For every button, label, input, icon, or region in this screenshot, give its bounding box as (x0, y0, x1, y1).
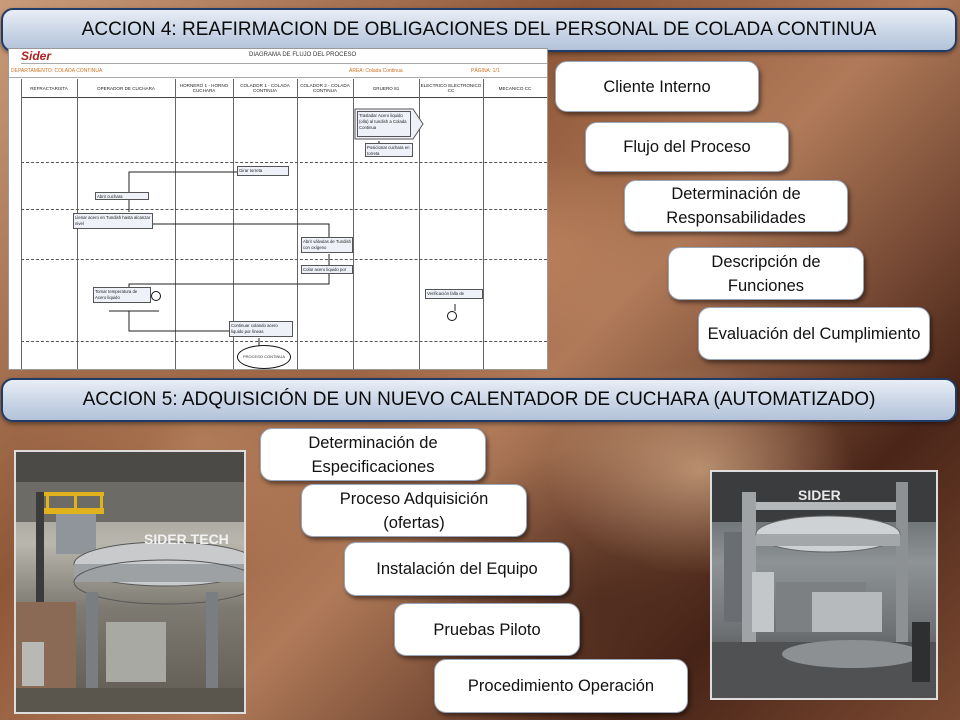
lane-divider (547, 79, 548, 370)
column-header: HORNERO 1 - HORNO CUCHARA (175, 79, 233, 98)
column-header: ELECTRICO ELECTRONICO CC (419, 79, 483, 98)
column-header: MECANICO CC (483, 79, 547, 98)
heater-photo-left: SIDER TECH (14, 450, 246, 714)
diagram-header-bar (21, 49, 547, 64)
sider-brand-text: SIDER (798, 487, 841, 503)
siderotech-brand-text: SIDER TECH (144, 531, 229, 547)
lane-divider (353, 79, 354, 369)
diagram-meta-row: DEPARTAMENTO: COLADA CONTINUA ÁREA: Cola… (9, 65, 547, 78)
accion4-step-responsabilidades: Determinación de Responsabilidades (624, 180, 848, 232)
company-logo: Sider (21, 49, 52, 63)
accion4-step-cliente-interno: Cliente Interno (555, 61, 759, 112)
department-label: DEPARTAMENTO: COLADA CONTINUA (11, 68, 103, 74)
flow-step: Colar acero liquido por (301, 265, 353, 274)
flow-step: Tomar temperatura de Acero liquido (93, 287, 151, 303)
flow-step: Llenar acero en Tundish hasta alcanzar n… (73, 213, 153, 229)
flow-step: Continuar colando acero liquido por líne… (229, 321, 293, 337)
page-label: PÁGINA: 1/1 (471, 68, 500, 74)
column-header: COLADOR 1 - COLADA CONTINUA (233, 79, 297, 98)
phase-divider (21, 341, 547, 342)
accion4-step-evaluacion: Evaluación del Cumplimiento (698, 307, 930, 360)
phase-divider (21, 162, 547, 163)
accion4-banner: ACCION 4: REAFIRMACION DE OBLIGACIONES D… (1, 8, 957, 52)
diagram-title: DIAGRAMA DE FLUJO DEL PROCESO (249, 52, 357, 58)
accion5-step-pruebas-piloto: Pruebas Piloto (394, 603, 580, 656)
column-header: GRUERO 81 (353, 79, 419, 98)
column-header: COLADOR 2 - COLADA CONTINUA (297, 79, 353, 98)
flow-step: Abrir válvulas de Tundish con oxígeno (301, 237, 353, 253)
heater-photo-right: SIDER (710, 470, 938, 700)
accion5-step-especificaciones: Determinación de Especificaciones (260, 428, 486, 481)
accion5-step-adquisicion: Proceso Adquisición (ofertas) (301, 484, 527, 537)
accion5-step-instalacion: Instalación del Equipo (344, 542, 570, 596)
flow-step: Abrir cuchara (95, 192, 149, 200)
connector-circle (151, 291, 161, 301)
heater-installed-illustration: SIDER (712, 472, 936, 698)
column-header: OPERADOR DE CUCHARA (77, 79, 175, 98)
column-header: REFRACTARISTA (21, 79, 77, 98)
lane-divider (419, 79, 420, 369)
phase-divider (21, 259, 547, 260)
accion4-step-flujo-proceso: Flujo del Proceso (585, 122, 789, 172)
lane-divider (483, 79, 484, 369)
connector-circle (447, 311, 457, 321)
accion4-step-descripcion-funciones: Descripción de Funciones (668, 247, 864, 300)
flow-step: Trasladar Acero liquido (olla) al tundis… (357, 111, 411, 137)
area-label: ÁREA: Colada Continua (349, 68, 403, 74)
flow-step: Verificación falla de (425, 289, 483, 299)
flow-step: Girar torreta (237, 166, 289, 176)
heater-illustration: SIDER TECH (16, 452, 244, 712)
accion5-step-procedimiento: Procedimiento Operación (434, 659, 688, 713)
process-flow-diagram: Sider DIAGRAMA DE FLUJO DEL PROCESO DEPA… (8, 48, 548, 370)
flow-step: Posicionar cuchara en torreta (365, 143, 413, 157)
accion5-banner: ACCION 5: ADQUISICIÓN DE UN NUEVO CALENT… (1, 378, 957, 422)
lane-divider (21, 79, 22, 369)
flow-end: PROCESO CONTINUA (237, 345, 291, 369)
phase-divider (21, 209, 547, 210)
